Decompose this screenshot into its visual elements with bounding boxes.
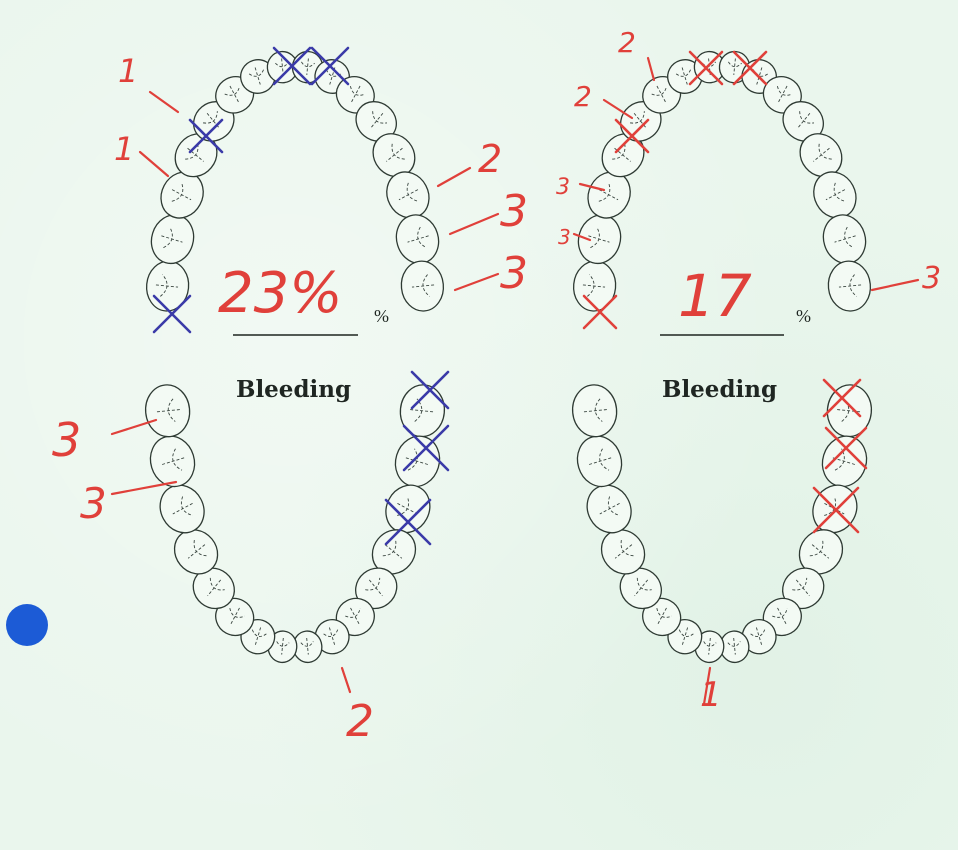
- blue-dot-icon: [6, 604, 48, 646]
- left-upper-mark: 1: [118, 52, 138, 90]
- left-tooth-outlines: [143, 50, 447, 664]
- left-dental-chart: % Bleeding 23%: [143, 50, 447, 664]
- right-handwritten-score: 17: [678, 262, 752, 330]
- right-dental-chart: % Bleeding 17: [570, 50, 874, 664]
- right-upper-mark: 3: [922, 261, 941, 296]
- pointer-stroke: [648, 58, 654, 80]
- pointer-stroke: [112, 420, 156, 434]
- right-tooth-outlines: [570, 50, 874, 664]
- left-lower-mark: 3: [52, 413, 81, 467]
- pointer-stroke: [140, 152, 168, 176]
- pointer-stroke: [438, 168, 470, 186]
- right-lower-mark: 1: [700, 675, 722, 715]
- left-upper-mark: 3: [500, 248, 528, 299]
- pointer-stroke: [150, 92, 178, 112]
- left-upper-mark: 3: [500, 186, 528, 237]
- pointer-stroke: [872, 280, 918, 290]
- right-lower-marks: 1: [700, 675, 722, 715]
- pointer-stroke: [455, 274, 498, 290]
- left-lower-mark: 2: [346, 696, 374, 747]
- right-upper-mark: 3: [556, 175, 570, 200]
- left-upper-mark: 1: [114, 130, 134, 168]
- left-lower-mark: 3: [80, 479, 107, 528]
- right-upper-mark: 2: [574, 80, 592, 113]
- pointer-stroke: [450, 214, 498, 234]
- pointer-stroke: [342, 668, 350, 692]
- right-upper-mark: 2: [618, 26, 636, 59]
- right-upper-mark: 3: [558, 225, 571, 249]
- left-bleeding-label: Bleeding: [236, 376, 351, 403]
- left-handwritten-score: 23%: [218, 261, 342, 326]
- left-upper-mark: 2: [478, 137, 502, 181]
- left-percent-sign: %: [374, 306, 389, 326]
- right-percent-sign: %: [796, 306, 811, 326]
- right-bleeding-label: Bleeding: [662, 376, 777, 403]
